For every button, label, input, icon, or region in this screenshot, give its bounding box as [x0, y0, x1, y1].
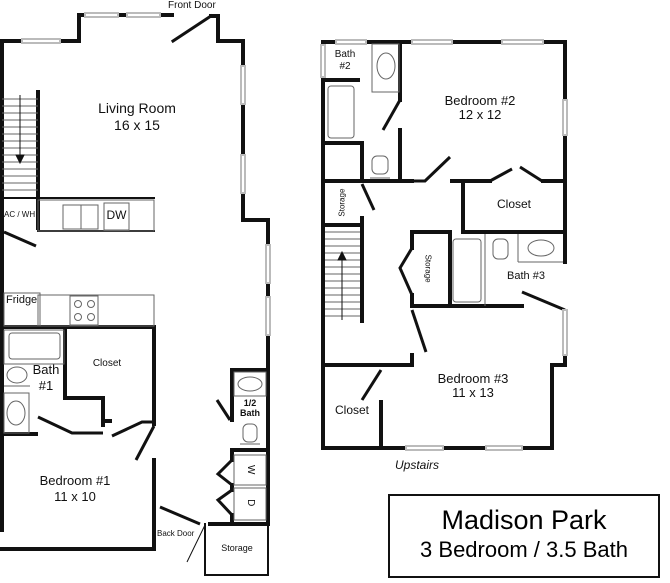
bath1-name: Bath [32, 362, 60, 377]
upstairs-label: Upstairs [395, 458, 440, 472]
bedroom3-size: 11 x 13 [452, 385, 494, 400]
stairs-up-icon [325, 231, 360, 320]
bath2-name: Bath [334, 49, 356, 60]
upstairs-windows [320, 39, 568, 451]
upstairs-walls [321, 40, 567, 450]
downstairs-door-swings [3, 230, 234, 563]
storage-upstairs-left-label: Storage [337, 188, 347, 217]
back-door-label: Back Door [157, 529, 195, 538]
plan-title: Madison Park [441, 505, 607, 535]
storage-upstairs-mid-label: Storage [423, 254, 433, 283]
fridge-label: Fridge [6, 294, 38, 306]
living-room-size: 16 x 15 [114, 117, 160, 133]
bath3-label: Bath #3 [507, 270, 545, 282]
stairs-down-icon [2, 95, 38, 191]
bedroom3-name: Bedroom #3 [437, 371, 509, 386]
half-bath-line1: 1/2 [243, 398, 257, 408]
closet-1-label: Closet [92, 358, 122, 369]
downstairs-windows [21, 12, 271, 336]
bedroom2-size: 12 x 12 [458, 107, 502, 122]
dishwasher-label: DW [106, 208, 127, 222]
bedroom1-size: 11 x 10 [54, 489, 96, 504]
washer-label: W [244, 465, 256, 475]
bedroom2-name: Bedroom #2 [444, 93, 516, 108]
plan-subtitle: 3 Bedroom / 3.5 Bath [420, 536, 628, 562]
dryer-label: D [244, 499, 256, 507]
bath2-number: #2 [339, 61, 351, 72]
front-door-label: Front Door [168, 0, 216, 11]
ac-wh-label: AC / WH [4, 210, 36, 219]
upstairs-fixtures [325, 43, 563, 320]
half-bath-line2: Bath [240, 408, 260, 418]
closet-2-label: Closet [496, 197, 531, 211]
bath1-number: #1 [38, 378, 54, 393]
downstairs-fixtures [2, 95, 267, 521]
upstairs-door-swings [360, 99, 566, 401]
living-room-name: Living Room [98, 100, 176, 116]
title-box: Madison Park 3 Bedroom / 3.5 Bath [388, 494, 660, 578]
storage-downstairs-label: Storage [221, 543, 253, 553]
bedroom1-name: Bedroom #1 [39, 473, 111, 488]
closet-3-label: Closet [334, 403, 369, 417]
